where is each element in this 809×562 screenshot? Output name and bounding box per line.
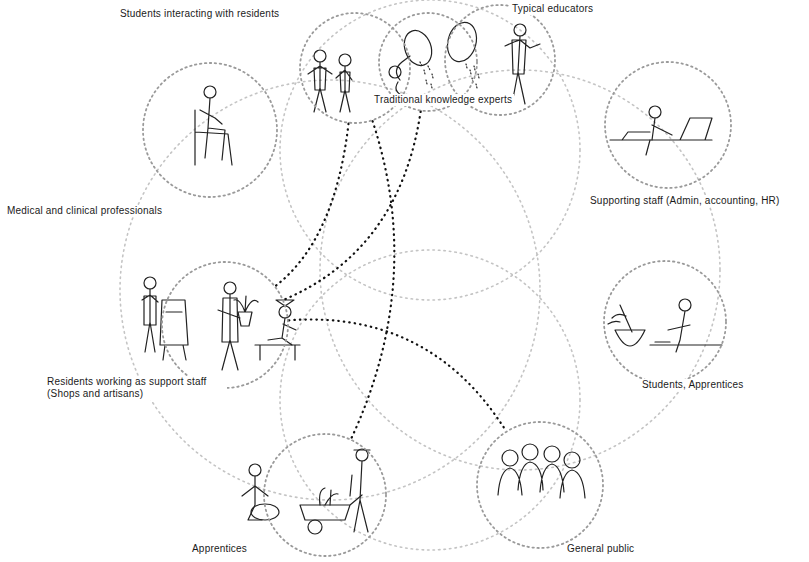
traditional-expert-sketch (389, 27, 436, 96)
circle-outline (603, 260, 727, 384)
role-label: Students interacting with residents (118, 8, 281, 20)
general-public-sketch (498, 444, 585, 498)
dotted-connector (289, 320, 506, 431)
students-residents-sketch (308, 50, 352, 112)
circle-outline (161, 261, 289, 389)
role-label: Medical and clinical professionals (5, 205, 164, 217)
apprentices-sketch (242, 449, 370, 534)
residents-artisans-sketch (142, 277, 300, 370)
circle-outline (299, 12, 411, 124)
clinical-professional-sketch (195, 86, 232, 165)
role-label: Traditional knowledge experts (372, 94, 514, 106)
role-circle: General public (476, 421, 604, 549)
educator-sketch (443, 19, 540, 104)
role-circle: Apprentices (263, 433, 387, 557)
role-label: Students, Apprentices (640, 379, 746, 391)
role-label: Supporting staff (Admin, accounting, HR) (588, 195, 782, 207)
dotted-connector (351, 121, 394, 439)
circle-outline (604, 61, 732, 189)
support-staff-sketch (610, 106, 712, 155)
students-apprentices-sketch (608, 299, 722, 352)
circle-outline (476, 421, 604, 549)
role-circle: Supporting staff (Admin, accounting, HR) (604, 61, 732, 189)
circle-outline (263, 433, 387, 557)
role-circle: Medical and clinical professionals (142, 62, 278, 198)
background-arcs (120, 0, 720, 550)
dotted-connector (284, 111, 421, 299)
role-label: Apprentices (190, 543, 249, 555)
role-circle: Residents working as support staff (Shop… (161, 261, 289, 389)
role-circle: Students interacting with residents (299, 12, 411, 124)
role-label: Residents working as support staff (Shop… (45, 376, 227, 400)
circle-outline (142, 62, 278, 198)
role-label: General public (565, 543, 636, 555)
role-circle: Students, Apprentices (603, 260, 727, 384)
dotted-connector (276, 124, 349, 286)
role-circle: Traditional knowledge experts (378, 12, 478, 112)
role-label: Typical educators (510, 3, 595, 15)
